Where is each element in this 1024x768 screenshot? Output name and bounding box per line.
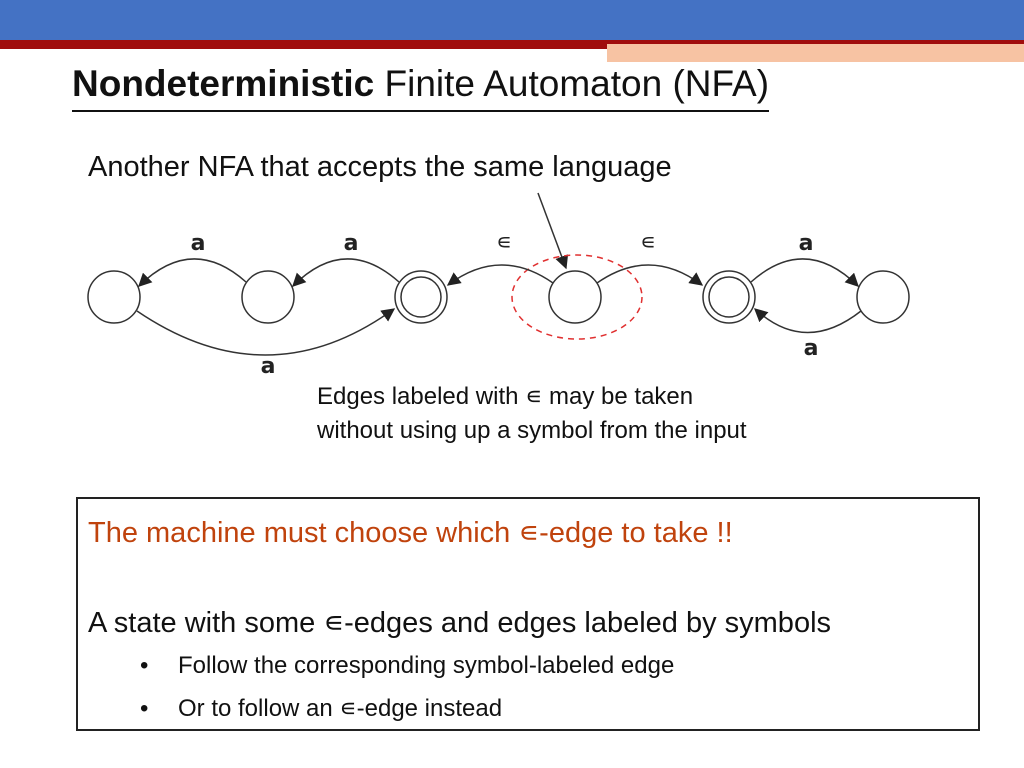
- header-band-blue: [0, 0, 1024, 40]
- note-line-2: without using up a symbol from the input: [317, 417, 747, 444]
- bullet-dot: •: [140, 652, 149, 679]
- label-edge-q2-q1: a: [191, 231, 206, 256]
- bullet-item: • Or to follow an ∊-edge instead: [140, 694, 502, 723]
- label-edge-q1-q3: a: [261, 354, 276, 379]
- state-q3-accepting: [394, 270, 448, 324]
- nfa-diagram: a a a ∊ ∊ a a: [87, 192, 910, 379]
- explanation-box: The machine must choose which ∊-edge to …: [76, 497, 980, 731]
- edge-start-q5-epsilon: [596, 264, 704, 286]
- state-q6: [856, 270, 910, 324]
- edge-q3-q2: [292, 258, 400, 287]
- start-arrow: [537, 192, 569, 270]
- start-state-highlight: [511, 254, 643, 340]
- state-q1: [87, 270, 141, 324]
- label-edge-start-q5: ∊: [640, 230, 656, 255]
- edge-q5-q6: [750, 258, 859, 287]
- title-rest: Finite Automaton (NFA): [374, 63, 770, 104]
- state-q2: [241, 270, 295, 324]
- note-line-1: Edges labeled with ∊ may be taken: [317, 383, 694, 410]
- state-q5-accepting-inner: [708, 276, 750, 318]
- label-edge-q5-q6: a: [799, 231, 814, 256]
- edge-q6-q5: [754, 308, 862, 334]
- title-bold: Nondeterministic: [72, 63, 375, 104]
- bullet-dot: •: [140, 695, 149, 722]
- edge-q2-q1: [138, 258, 247, 287]
- box-emphasis-line: The machine must choose which ∊-edge to …: [88, 517, 733, 549]
- label-edge-q6-q5: a: [804, 336, 819, 361]
- label-edge-q3-q2: a: [344, 231, 359, 256]
- epsilon-note: Edges labeled with ∊ may be taken withou…: [317, 380, 747, 448]
- header-band-peach: [607, 44, 1024, 62]
- bullet-text: Or to follow an ∊-edge instead: [178, 695, 503, 722]
- state-q5-accepting: [702, 270, 756, 324]
- edge-start-q3-epsilon: [446, 264, 554, 286]
- state-start: [548, 270, 602, 324]
- edge-q1-q3: [136, 308, 396, 356]
- subtitle: Another NFA that accepts the same langua…: [88, 151, 672, 183]
- header-band-red: [0, 40, 1024, 49]
- box-body-line: A state with some ∊-edges and edges labe…: [88, 607, 832, 639]
- label-edge-start-q3: ∊: [496, 230, 512, 255]
- bullet-item: • Follow the corresponding symbol-labeled…: [140, 652, 674, 680]
- page-title: Nondeterministic Finite Automaton (NFA): [72, 60, 770, 112]
- state-q3-accepting-inner: [400, 276, 442, 318]
- bullet-text: Follow the corresponding symbol-labeled …: [178, 652, 675, 679]
